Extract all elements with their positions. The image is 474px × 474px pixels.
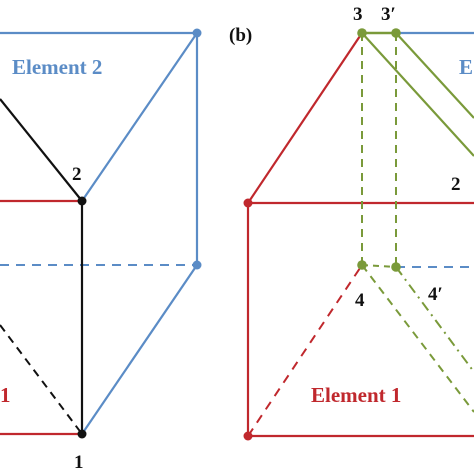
black-node-2 <box>77 196 87 206</box>
node-label-3: 3 <box>353 4 363 25</box>
node-label-4-prime: 4′ <box>428 284 443 305</box>
green-edge-bottom <box>361 264 397 268</box>
green-node-3 <box>357 28 367 38</box>
green-edge-diag-4prime <box>395 266 474 373</box>
red-node-top-left <box>243 198 253 208</box>
red-edge-diag-dashed <box>247 264 363 437</box>
blue-edge-diag-bottom <box>81 264 198 435</box>
green-node-4 <box>357 260 367 270</box>
green-edge-diag-3 <box>361 32 474 157</box>
element-2-label: Element 2 <box>12 55 102 79</box>
blue-edge-diag-top <box>81 32 198 202</box>
right-panel: (b) 3 3′ E 2 4 4′ Element 1 <box>229 4 474 441</box>
black-edge-diag-dashed <box>0 324 83 435</box>
blue-node-top <box>192 28 202 38</box>
red-edge-diag-solid <box>247 32 363 204</box>
black-edge-diag-solid <box>0 98 83 202</box>
green-node-3-prime <box>391 28 401 38</box>
node-label-3-prime: 3′ <box>381 4 396 25</box>
black-node-1 <box>77 429 87 439</box>
element-2-label-partial: E <box>459 55 473 79</box>
blue-node-bottom <box>192 260 202 270</box>
green-edge-diag-3prime <box>395 32 474 119</box>
panel-letter: (b) <box>229 25 252 46</box>
green-node-4-prime <box>391 262 401 272</box>
node-label-2-right: 2 <box>451 174 461 195</box>
node-label-4: 4 <box>355 290 365 311</box>
element-1-label-partial: 1 <box>0 383 11 407</box>
node-label-1: 1 <box>74 452 84 473</box>
green-edge-diag-4 <box>361 264 474 413</box>
left-panel: Element 2 1 2 1 <box>0 28 202 473</box>
node-label-2: 2 <box>72 164 82 185</box>
red-node-bottom-left <box>243 431 253 441</box>
element-1-label: Element 1 <box>311 383 401 407</box>
